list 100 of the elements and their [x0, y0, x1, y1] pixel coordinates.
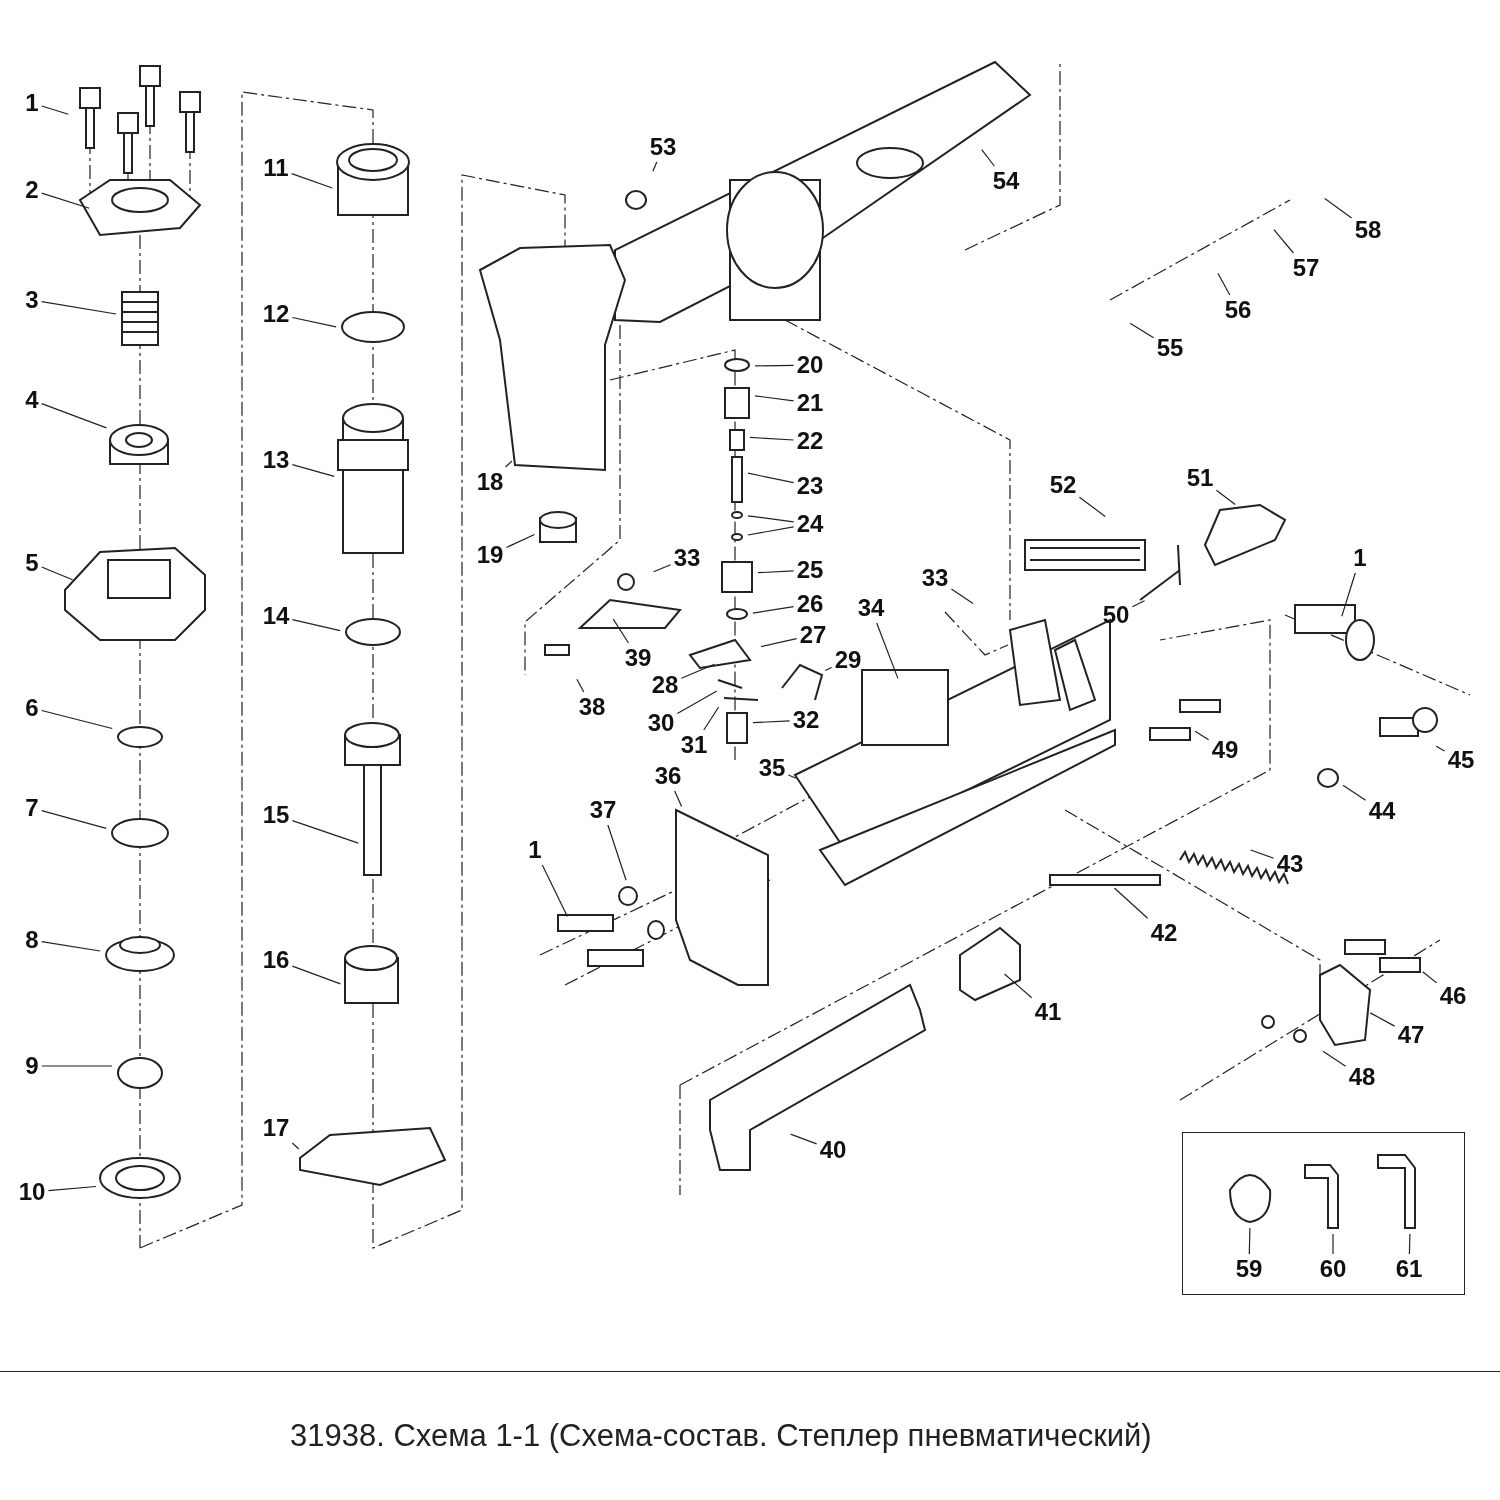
leader-line	[1215, 489, 1236, 505]
callout-number: 13	[262, 447, 290, 473]
leader-line	[760, 638, 798, 648]
callout-number: 37	[589, 797, 617, 823]
leader-line	[612, 618, 630, 644]
leader-line	[1332, 1233, 1334, 1255]
callout-number: 45	[1447, 747, 1475, 773]
callout-number: 18	[476, 469, 504, 495]
leader-line	[41, 192, 90, 209]
leader-line	[291, 173, 333, 189]
callout-number: 19	[476, 542, 504, 568]
leader-line	[674, 790, 683, 808]
leader-line	[505, 460, 513, 468]
callout-number: 11	[263, 155, 289, 181]
callout-number: 6	[25, 695, 39, 721]
leader-line	[1003, 973, 1033, 999]
callout-number: 29	[834, 647, 862, 673]
callout-number: 42	[1150, 920, 1178, 946]
callout-number: 25	[796, 557, 824, 583]
leader-line	[1408, 1233, 1411, 1255]
callout-number: 2	[25, 177, 39, 203]
callout-number: 16	[262, 947, 290, 973]
leader-line	[291, 1142, 300, 1150]
callout-number: 4	[25, 387, 39, 413]
leader-line	[576, 678, 585, 693]
leader-line	[1194, 730, 1210, 741]
leader-line	[757, 570, 795, 574]
callout-number: 49	[1211, 737, 1239, 763]
caption: 31938. Схема 1-1 (Схема-состав. Степлер пневматический)	[290, 1418, 1152, 1454]
callout-number: 7	[25, 795, 39, 821]
leader-line	[291, 464, 335, 477]
callout-number: 30	[647, 710, 675, 736]
callout-number: 3	[25, 287, 39, 313]
callout-number: 48	[1348, 1064, 1376, 1090]
callout-number: 56	[1224, 297, 1252, 323]
leader-line	[749, 436, 795, 441]
leader-line	[876, 622, 899, 679]
leader-line	[1422, 971, 1438, 984]
callout-number: 8	[25, 927, 39, 953]
leader-line	[505, 533, 536, 549]
leader-line	[824, 666, 833, 672]
callout-number: 17	[262, 1115, 290, 1141]
callout-number: 35	[758, 755, 786, 781]
leader-line	[291, 316, 337, 328]
callout-number: 15	[262, 802, 290, 828]
leader-line	[747, 472, 795, 484]
leader-line	[1078, 496, 1106, 517]
callout-number: 33	[673, 545, 701, 571]
leader-line	[41, 403, 107, 429]
callout-number: 32	[792, 707, 820, 733]
leader-line	[1369, 1012, 1396, 1027]
callout-number: 59	[1235, 1256, 1263, 1282]
leader-line	[752, 606, 795, 614]
leader-line	[41, 566, 74, 581]
callout-number: 1	[528, 837, 542, 863]
callout-number: 36	[654, 763, 682, 789]
leader-line	[790, 1133, 818, 1145]
callout-number: 27	[799, 622, 827, 648]
callout-number: 21	[796, 390, 824, 416]
callout-number: 57	[1292, 255, 1320, 281]
leader-line	[541, 864, 568, 918]
callout-number: 39	[624, 645, 652, 671]
callout-number: 60	[1319, 1256, 1347, 1282]
leader-line	[1341, 572, 1356, 617]
leader-line	[950, 588, 974, 605]
callout-number: 46	[1439, 983, 1467, 1009]
leader-line	[1129, 322, 1155, 339]
callout-number: 33	[921, 565, 949, 591]
leader-line	[1250, 849, 1275, 859]
leader-line	[607, 824, 627, 881]
leader-line	[1273, 229, 1294, 254]
leader-line	[41, 105, 69, 115]
callout-number: 5	[25, 550, 39, 576]
leader-line	[747, 526, 795, 536]
leader-line	[41, 301, 117, 315]
leader-line	[652, 161, 658, 172]
callout-number: 9	[25, 1053, 39, 1079]
leader-line	[747, 515, 795, 523]
callout-number: 22	[796, 428, 824, 454]
callout-number: 23	[796, 473, 824, 499]
callout-number: 38	[578, 694, 606, 720]
leader-line	[752, 720, 791, 724]
leader-line	[1324, 197, 1353, 219]
callout-number: 47	[1397, 1022, 1425, 1048]
callout-number: 24	[796, 511, 824, 537]
callout-number: 1	[1353, 545, 1367, 571]
leader-line	[1248, 1227, 1251, 1255]
callout-number: 40	[819, 1137, 847, 1163]
leader-line	[653, 564, 672, 573]
callout-number: 34	[857, 595, 885, 621]
leader-line	[1113, 887, 1149, 919]
leader-line	[291, 820, 359, 844]
leader-line	[47, 1185, 97, 1192]
callout-number: 61	[1395, 1256, 1423, 1282]
leader-line	[676, 690, 718, 715]
leader-line	[41, 810, 107, 829]
leader-line	[41, 709, 113, 730]
callout-number: 31	[680, 732, 708, 758]
leader-line	[981, 149, 995, 167]
leader-line	[291, 619, 341, 632]
